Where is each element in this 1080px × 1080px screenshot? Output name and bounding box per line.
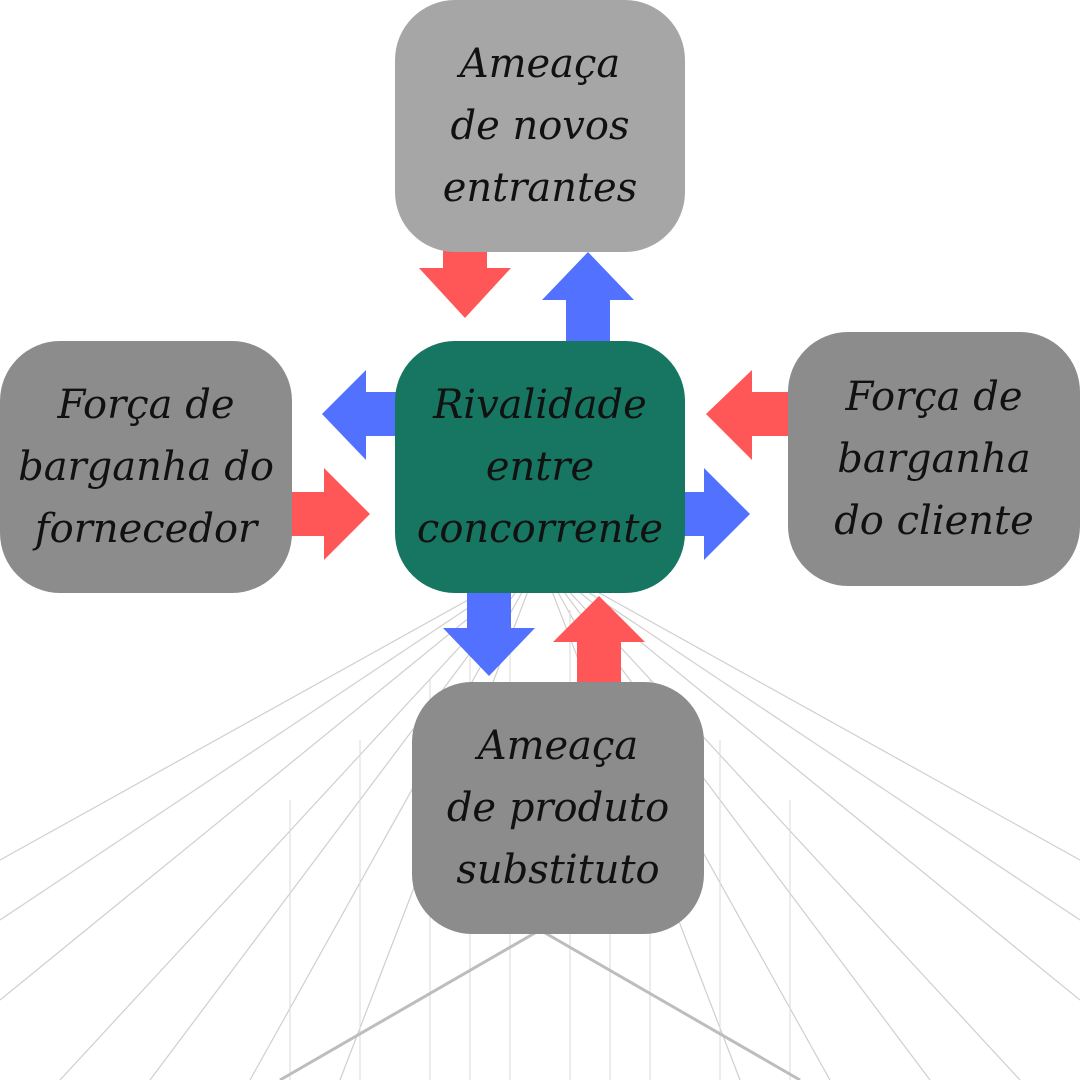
- node-new-entrants-label: Ameaça de novos entrantes: [442, 41, 638, 211]
- arrow-down-blue-bottom: [443, 590, 535, 676]
- arrow-up-blue-top: [542, 252, 634, 346]
- node-new-entrants: Ameaça de novos entrantes: [395, 0, 685, 252]
- arrow-left-blue-left: [322, 370, 412, 460]
- arrow-right-red-left: [278, 468, 370, 560]
- node-buyer-power-label: Força de barganha do cliente: [834, 374, 1034, 544]
- arrow-right-blue-right: [657, 468, 750, 560]
- node-substitutes-label: Ameaça de produto substituto: [446, 723, 670, 893]
- arrow-down-red-top: [419, 228, 511, 318]
- arrow-left-red-right: [706, 370, 796, 460]
- node-rivalry-label: Rivalidade entre concorrente: [416, 382, 664, 552]
- node-buyer-power: Força de barganha do cliente: [788, 332, 1080, 586]
- arrow-up-red-bottom: [553, 596, 645, 688]
- node-supplier-power: Força de barganha do fornecedor: [0, 341, 292, 593]
- node-supplier-power-label: Força de barganha do fornecedor: [18, 382, 274, 552]
- node-substitutes: Ameaça de produto substituto: [412, 682, 704, 934]
- node-rivalry: Rivalidade entre concorrente: [395, 341, 685, 593]
